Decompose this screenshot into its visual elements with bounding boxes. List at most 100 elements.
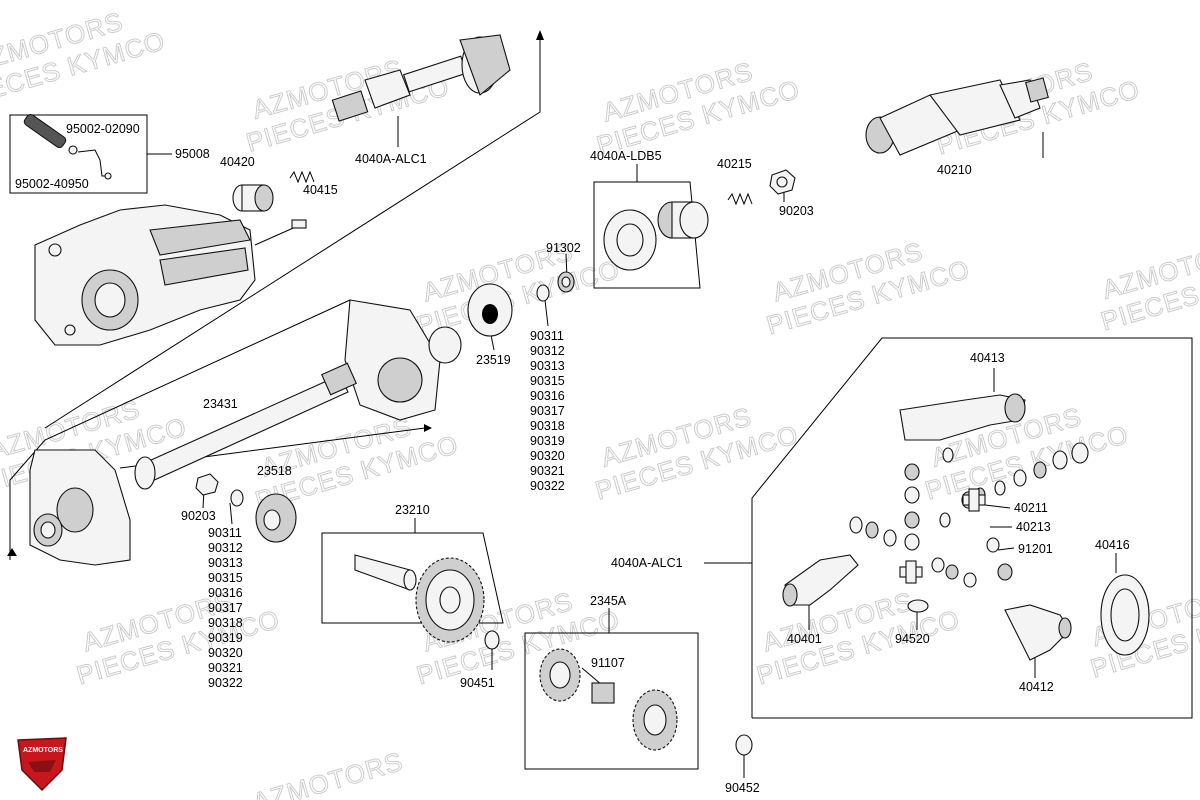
leader-40211 bbox=[984, 504, 1011, 509]
part-90203-nut-top bbox=[769, 169, 796, 195]
part-23518-disc bbox=[255, 493, 297, 543]
shim-a-item: 90312 bbox=[530, 344, 565, 358]
label-91107: 91107 bbox=[591, 656, 625, 670]
label-40413: 40413 bbox=[970, 351, 1005, 365]
shim-b-item: 90322 bbox=[208, 676, 243, 690]
part-shim-a bbox=[536, 284, 550, 302]
shim-a-item: 90318 bbox=[530, 419, 565, 433]
part-2345A-gears bbox=[539, 648, 678, 751]
label-95002-40950: 95002-40950 bbox=[15, 177, 89, 191]
shim-b-item: 90311 bbox=[208, 526, 242, 540]
logo-emblem-icon bbox=[28, 760, 56, 772]
shim-a-item: 90316 bbox=[530, 389, 565, 403]
part-40211-cross bbox=[899, 488, 986, 584]
shim-b-item: 90313 bbox=[208, 556, 243, 570]
part-4040A-LDB5-seal bbox=[603, 201, 709, 271]
shim-a-item: 90319 bbox=[530, 434, 565, 448]
part-40215-spring bbox=[727, 192, 753, 206]
label-23519: 23519 bbox=[476, 353, 511, 367]
shim-b-item: 90312 bbox=[208, 541, 243, 555]
label-40210: 40210 bbox=[937, 163, 972, 177]
part-91302-ring bbox=[557, 271, 575, 293]
watermark-line1: AZMOTORS bbox=[249, 746, 406, 800]
logo-text: AZMOTORS bbox=[23, 747, 63, 754]
part-transmission-housing bbox=[34, 204, 307, 346]
label-95002-02090: 95002-02090 bbox=[66, 122, 140, 136]
arrow-head-left bbox=[7, 548, 17, 556]
shim-a-item: 90320 bbox=[530, 449, 565, 463]
shim-b-item: 90321 bbox=[208, 661, 243, 675]
label-23431: 23431 bbox=[203, 397, 238, 411]
label-23518: 23518 bbox=[257, 464, 292, 478]
label-2345A: 2345A bbox=[590, 594, 627, 608]
shim-a-item: 90313 bbox=[530, 359, 565, 373]
shim-b-item: 90317 bbox=[208, 601, 243, 615]
part-40210-boot-shaft bbox=[865, 77, 1049, 156]
label-40213: 40213 bbox=[1016, 520, 1051, 534]
shim-a-item: 90321 bbox=[530, 464, 565, 478]
part-23431-shaft bbox=[134, 362, 357, 490]
part-4040A-ALC1-shaft-top bbox=[331, 34, 511, 122]
label-90452: 90452 bbox=[725, 781, 760, 795]
leader-shims-b bbox=[229, 502, 233, 525]
part-90203-nut-low bbox=[195, 473, 219, 496]
part-40401-yoke bbox=[782, 554, 859, 607]
leader-91107 bbox=[581, 667, 603, 686]
guide-lines bbox=[7, 30, 1193, 778]
arrow-head-right bbox=[424, 424, 432, 432]
part-40420-boot bbox=[232, 184, 274, 212]
label-95008: 95008 bbox=[175, 147, 210, 161]
box-4040A-LDB5 bbox=[593, 181, 701, 289]
arrow-head-up bbox=[536, 30, 544, 40]
box-23210 bbox=[321, 532, 504, 624]
guide-line-left bbox=[9, 299, 351, 560]
shim-list-a: 90311 90312 90313 90315 90316 90317 9031… bbox=[530, 329, 565, 493]
leader-shims-a bbox=[544, 299, 549, 327]
part-shim-b bbox=[230, 489, 244, 507]
part-40413-yoke-shaft bbox=[899, 393, 1026, 441]
shim-b-item: 90319 bbox=[208, 631, 243, 645]
box-2345A bbox=[524, 632, 699, 770]
label-4040A-ALC1-top: 4040A-ALC1 bbox=[355, 152, 427, 166]
shim-a-item: 90311 bbox=[530, 329, 564, 343]
label-40415: 40415 bbox=[303, 183, 338, 197]
shim-list-b: 90311 90312 90313 90315 90316 90317 9031… bbox=[208, 526, 243, 690]
leader-91201 bbox=[997, 547, 1015, 551]
part-90452-washer bbox=[735, 734, 753, 756]
shim-b-item: 90316 bbox=[208, 586, 243, 600]
part-40416-seal bbox=[1100, 574, 1150, 656]
frame-4040A-ALC1 bbox=[751, 337, 1193, 719]
label-23210: 23210 bbox=[395, 503, 430, 517]
shim-b-item: 90315 bbox=[208, 571, 243, 585]
label-4040A-ALC1-right: 4040A-ALC1 bbox=[611, 556, 683, 570]
label-40215: 40215 bbox=[717, 157, 752, 171]
label-40416: 40416 bbox=[1095, 538, 1130, 552]
shim-b-item: 90320 bbox=[208, 646, 243, 660]
label-91302: 91302 bbox=[546, 241, 581, 255]
label-40412: 40412 bbox=[1019, 680, 1054, 694]
label-90451: 90451 bbox=[460, 676, 495, 690]
shim-b-item: 90318 bbox=[208, 616, 243, 630]
label-91201: 91201 bbox=[1018, 542, 1053, 556]
azmotors-logo: AZMOTORS bbox=[17, 737, 67, 792]
part-transmission-housing-lower bbox=[29, 449, 131, 566]
part-23210-gear-shaft bbox=[354, 554, 485, 643]
part-40415-spring bbox=[289, 170, 315, 184]
label-4040A-LDB5: 4040A-LDB5 bbox=[590, 149, 662, 163]
part-labels: 95002-02090 95008 95002-40950 40420 4041… bbox=[15, 122, 1130, 795]
part-90451-washer bbox=[484, 630, 500, 650]
label-40211: 40211 bbox=[1014, 501, 1048, 515]
label-94520: 94520 bbox=[895, 632, 930, 646]
label-90203-top: 90203 bbox=[779, 204, 814, 218]
part-right-rings bbox=[849, 442, 1089, 613]
guide-line-upper bbox=[44, 32, 541, 429]
shim-a-item: 90322 bbox=[530, 479, 565, 493]
shim-a-item: 90317 bbox=[530, 404, 565, 418]
part-gear-housing bbox=[344, 299, 462, 421]
part-23519-disc bbox=[467, 283, 513, 337]
shim-a-item: 90315 bbox=[530, 374, 565, 388]
label-90203-low: 90203 bbox=[181, 509, 216, 523]
part-95008-cable bbox=[23, 113, 112, 180]
label-40420: 40420 bbox=[220, 155, 255, 169]
